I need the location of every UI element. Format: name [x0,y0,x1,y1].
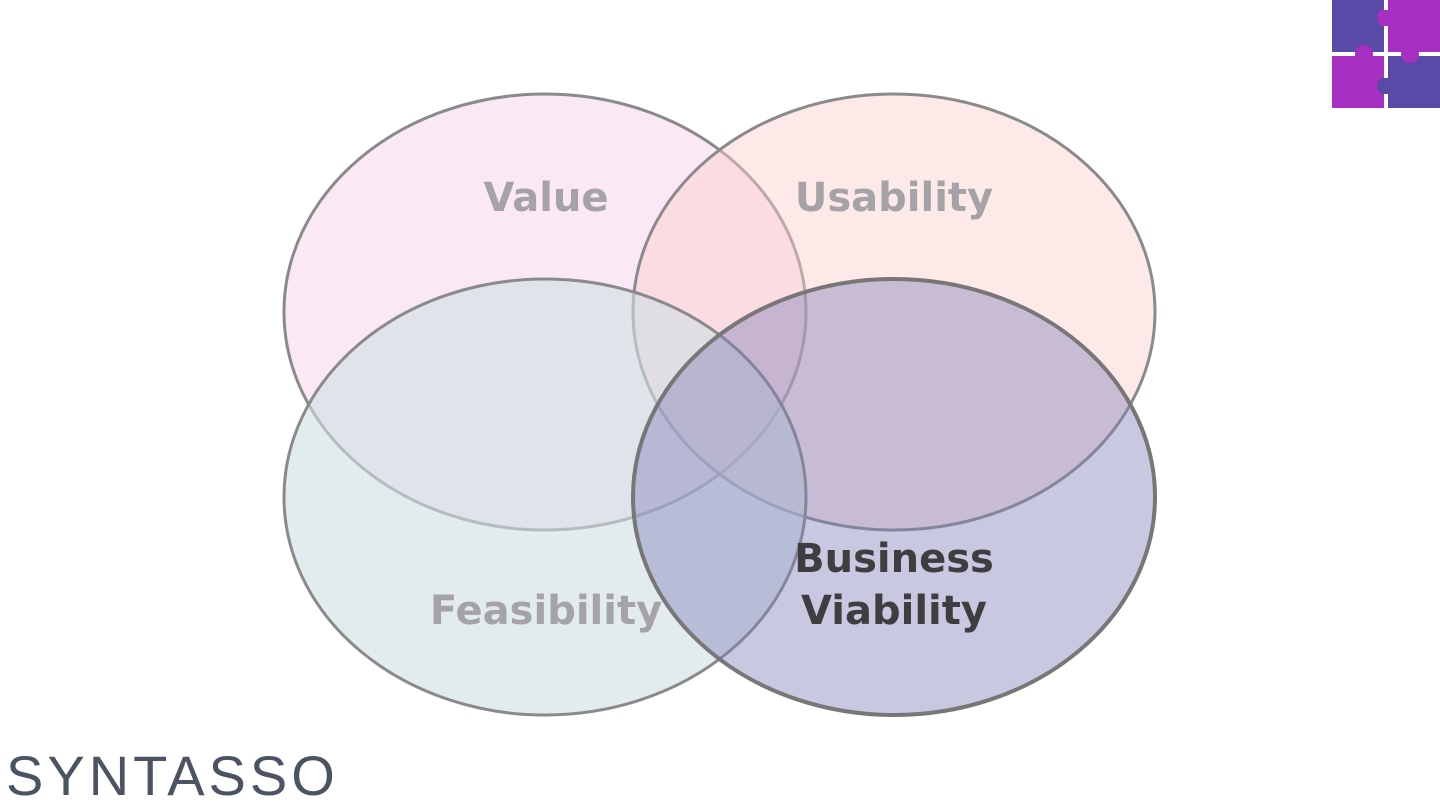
venn-set-feasibility [282,277,808,717]
venn-label-usability: Usability [795,175,993,221]
venn-label-viability: Viability [801,588,987,634]
syntasso-wordmark: SYNTASSO [6,744,339,807]
venn-label-business: Business [794,536,994,582]
venn-label-feasibility: Feasibility [430,588,662,634]
puzzle-logo-icon [1332,0,1440,108]
venn-set-business-viability [631,277,1157,717]
venn-label-value: Value [483,175,608,221]
